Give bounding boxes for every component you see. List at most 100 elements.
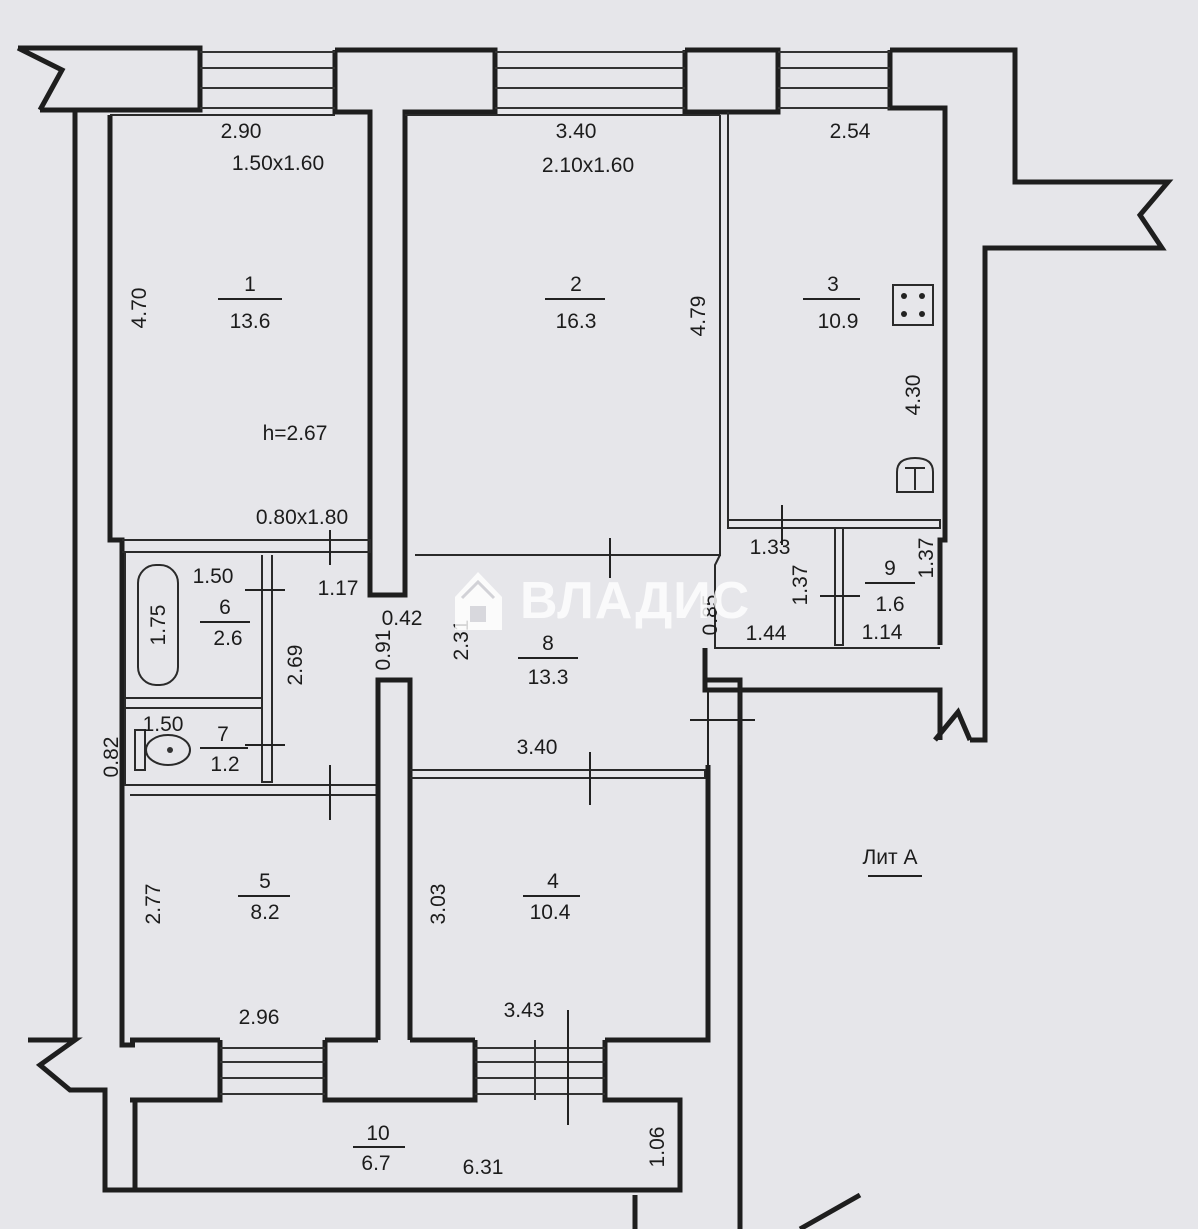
room-7-number: 7	[217, 723, 229, 746]
dim-0-42: 0.42	[382, 607, 423, 630]
watermark-text: ВЛАДИС	[520, 572, 750, 630]
pillar-top-1	[332, 47, 498, 598]
room-3-area: 10.9	[818, 310, 859, 333]
window-room2	[495, 51, 685, 109]
room-2-number: 2	[570, 273, 582, 296]
dim-window-room2: 2.10x1.60	[542, 154, 634, 177]
windows	[200, 51, 890, 1100]
room-6-label: 6 2.6	[200, 596, 250, 650]
window-room3	[778, 51, 890, 109]
room-10-area: 6.7	[361, 1152, 390, 1175]
wall-balcony	[132, 1040, 683, 1193]
dim-room1-length: 4.70	[128, 288, 151, 329]
walls	[16, 45, 1174, 1229]
pillar-top-2	[682, 47, 781, 115]
stove-icon	[892, 284, 934, 326]
dim-0-82: 0.82	[100, 737, 123, 778]
room-9-number: 9	[884, 557, 896, 580]
dim-room4-length: 3.03	[427, 884, 450, 925]
window-room5	[220, 1047, 325, 1095]
wall-break-bottom-left	[28, 1037, 135, 1193]
room-7-label: 7 1.2	[200, 723, 248, 776]
house-logo-icon	[455, 572, 502, 630]
dim-0-91: 0.91	[372, 630, 395, 671]
room-4-number: 4	[547, 870, 559, 893]
room-6-area: 2.6	[213, 627, 242, 650]
dim-balcony-depth: 1.06	[646, 1127, 669, 1168]
room-1-number: 1	[244, 273, 256, 296]
lit-label: Лит А	[863, 846, 918, 869]
room-10-label: 10 6.7	[353, 1122, 405, 1175]
dimension-labels: 2.90 1.50x1.60 3.40 2.10x1.60 2.54 4.70 …	[100, 120, 938, 1179]
outer-wall-top-right	[890, 47, 1174, 743]
wall-break-bottom-right	[798, 1192, 862, 1229]
dim-corridor-1-44: 1.44	[746, 622, 787, 645]
window-room4	[475, 1040, 605, 1100]
ceiling-height: h=2.67	[263, 422, 328, 445]
dim-bath-length: 1.75	[147, 605, 170, 646]
room-5-number: 5	[259, 870, 271, 893]
room-3-label: 3 10.9	[803, 273, 860, 333]
wall-room4-top	[410, 769, 706, 779]
wall-entrance-top	[702, 648, 943, 740]
outer-wall-top-left	[18, 45, 203, 113]
wall-room4-right	[605, 765, 711, 1043]
wall-bath-toilet	[125, 697, 263, 709]
door-marks	[245, 505, 860, 1125]
bathtub-icon	[137, 564, 179, 686]
wall-balcony-pillar	[322, 1040, 478, 1103]
dim-corridor-1-37: 1.37	[789, 565, 812, 606]
window-room1	[200, 51, 335, 109]
wall-wc-block-right	[261, 555, 273, 783]
dim-corridor-1-33: 1.33	[750, 536, 791, 559]
wall-room9-left	[834, 528, 844, 646]
wall-lower-right	[705, 677, 743, 1229]
dim-0-85: 0.85	[699, 595, 722, 636]
room-8-label: 8 13.3	[518, 632, 578, 689]
dim-balcony-length: 6.31	[463, 1156, 504, 1179]
dim-2-69: 2.69	[284, 645, 307, 686]
room-2-area: 16.3	[556, 310, 597, 333]
pillar-center-lower	[375, 677, 413, 1040]
watermark: ВЛАДИС	[455, 572, 750, 630]
dim-window-room1: 1.50x1.60	[232, 152, 324, 175]
dim-room9-1-37: 1.37	[915, 538, 938, 579]
dim-bath-width: 1.50	[193, 565, 234, 588]
outer-wall-right-inner	[887, 50, 948, 645]
room-2-label: 2 16.3	[545, 273, 605, 333]
dim-room4-width: 3.40	[517, 736, 558, 759]
toilet-icon	[134, 729, 191, 771]
dim-room2-width: 3.40	[556, 120, 597, 143]
wall-break-right	[933, 707, 973, 742]
dim-door-size: 0.80x1.80	[256, 506, 348, 529]
room-5-area: 8.2	[250, 901, 279, 924]
dim-room5-width: 2.96	[239, 1006, 280, 1029]
dim-room4-bottom-width: 3.43	[504, 999, 545, 1022]
room-5-label: 5 8.2	[238, 870, 290, 924]
wall-balcony-left-top	[130, 1040, 223, 1103]
room-10-number: 10	[366, 1122, 389, 1145]
water-heater-icon	[896, 456, 934, 493]
dim-room3-length: 4.30	[902, 375, 925, 416]
dim-toilet-width: 1.50	[143, 713, 184, 736]
dim-room2-length: 4.79	[687, 296, 710, 337]
room-9-area: 1.6	[875, 593, 904, 616]
dim-1-17: 1.17	[318, 577, 359, 600]
wall-room3-bottom	[727, 519, 941, 529]
dim-room1-width: 2.90	[221, 120, 262, 143]
wall-hall-right	[714, 554, 940, 649]
room-labels: 1 13.6 2 16.3 3 10.9 4 10.4 5 8.2 6 2.6	[200, 273, 915, 1175]
wall-break-top-left	[16, 45, 66, 112]
dim-room5-length: 2.77	[142, 884, 165, 925]
room-7-area: 1.2	[210, 753, 239, 776]
dim-room3-width: 2.54	[830, 120, 871, 143]
room-8-number: 8	[542, 632, 554, 655]
room-9-label: 9 1.6	[865, 557, 915, 616]
room-4-area: 10.4	[530, 901, 571, 924]
room-8-area: 13.3	[528, 666, 569, 689]
room-6-number: 6	[219, 596, 231, 619]
dim-room9-1-14: 1.14	[862, 621, 903, 644]
entrance-door	[690, 690, 755, 765]
